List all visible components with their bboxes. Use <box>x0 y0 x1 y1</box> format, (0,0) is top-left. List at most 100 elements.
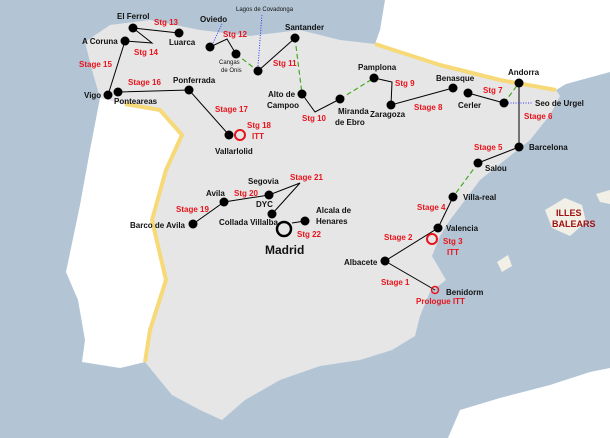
madrid-finish-marker[interactable] <box>275 220 293 238</box>
stage-label: Stg 22 <box>297 230 322 239</box>
city-label: Collada Villalba <box>219 218 279 227</box>
stage-label: Stg 12 <box>223 30 248 39</box>
city-dot[interactable] <box>103 90 113 100</box>
city-dot[interactable] <box>290 33 300 43</box>
stage-label: Stage 4 <box>417 203 446 212</box>
city-label: Miranda <box>338 107 369 116</box>
city-dot[interactable] <box>253 66 263 76</box>
city-label: Lagos de Covadonga <box>236 7 294 13</box>
city-dot[interactable] <box>174 28 184 38</box>
stage-label: ITT <box>447 248 459 257</box>
transfer-segment <box>294 37 303 95</box>
route-segment <box>209 38 237 55</box>
spain <box>85 20 560 420</box>
route-segment <box>107 40 126 96</box>
city-label: Vallarlolid <box>215 147 253 156</box>
route-segment <box>384 196 454 291</box>
city-markers <box>103 23 524 295</box>
city-label: A Coruna <box>82 37 118 46</box>
mallorca <box>545 198 586 236</box>
ibiza <box>497 255 512 272</box>
city-dot[interactable] <box>188 219 198 229</box>
transfer-segment <box>235 53 259 72</box>
city-dot[interactable] <box>514 78 524 88</box>
city-label: Avila <box>206 189 225 198</box>
city-label: Benasque <box>436 74 475 83</box>
city-dot[interactable] <box>267 209 277 219</box>
stage-label: Stg 9 <box>395 79 415 88</box>
city-label: Cerler <box>458 101 481 110</box>
stage-label: Stage 2 <box>384 233 413 242</box>
region-label-line1: ILLES <box>556 208 582 218</box>
city-label: Henares <box>316 217 348 226</box>
city-dot[interactable] <box>264 190 274 200</box>
city-dot[interactable] <box>224 130 234 140</box>
city-dot[interactable] <box>205 42 215 52</box>
city-dot[interactable] <box>386 100 396 110</box>
city-label: Seo de Urgel <box>535 99 584 108</box>
pointer-line <box>257 13 263 67</box>
stage-label: Stage 17 <box>215 105 248 114</box>
city-dot[interactable] <box>219 197 229 207</box>
city-label: Villa-real <box>463 193 496 202</box>
stage-label: ITT <box>252 132 264 141</box>
city-dot[interactable] <box>473 158 483 168</box>
stage-label: Stage 5 <box>474 143 503 152</box>
route-segment <box>132 27 180 34</box>
stage-label: Prologue ITT <box>416 297 465 306</box>
stage-label: Stg 13 <box>154 18 179 27</box>
city-label: de Onis <box>221 68 242 74</box>
menorca <box>596 190 610 204</box>
city-dot[interactable] <box>380 256 390 266</box>
city-dot[interactable] <box>120 36 130 46</box>
city-dot[interactable] <box>433 223 443 233</box>
city-label: Campoo <box>267 101 299 110</box>
city-dot[interactable] <box>335 94 345 104</box>
city-dot[interactable] <box>448 83 458 93</box>
region-label-line2: BALEARS <box>552 219 596 229</box>
city-dot[interactable] <box>499 98 509 108</box>
city-dot[interactable] <box>297 89 307 99</box>
city-label: Ponferrada <box>173 76 216 85</box>
stage-label: Stg 18 <box>247 121 272 130</box>
stage-label: Stg 11 <box>273 59 297 68</box>
city-label: Alto de <box>268 90 296 99</box>
city-dot[interactable] <box>113 87 123 97</box>
transfer-segment <box>452 162 479 198</box>
itt-marker[interactable] <box>234 129 246 141</box>
city-label: Benidorm <box>446 288 483 297</box>
route-segment <box>124 27 154 44</box>
itt-marker[interactable] <box>426 233 438 245</box>
city-dot[interactable] <box>369 73 379 83</box>
city-dot[interactable] <box>128 23 138 33</box>
land-layer <box>66 0 610 438</box>
city-label: Salou <box>485 164 507 173</box>
transfer-segment <box>339 77 375 100</box>
city-label: Segovia <box>248 177 279 186</box>
city-label: Vigo <box>84 91 101 100</box>
city-label: El Ferrol <box>117 12 149 21</box>
stage-label: Stage 6 <box>524 112 553 121</box>
france <box>375 0 610 90</box>
prologue-marker[interactable] <box>430 285 440 295</box>
stage-label: Stg 14 <box>134 48 159 57</box>
city-label: Andorra <box>508 68 540 77</box>
stage-label: Stg 3 <box>443 237 463 246</box>
city-label: de Ebro <box>335 118 365 127</box>
stage-label: Stage 16 <box>128 78 161 87</box>
city-dot[interactable] <box>514 142 524 152</box>
city-dot[interactable] <box>463 88 473 98</box>
route-segment <box>467 92 505 104</box>
stage-label: Stage 15 <box>79 60 112 69</box>
city-dot[interactable] <box>448 192 458 202</box>
city-dot[interactable] <box>300 216 310 226</box>
stage-label: Stage 19 <box>176 205 209 214</box>
city-dot[interactable] <box>231 49 241 59</box>
city-label: Cangas <box>219 60 240 66</box>
stage-label: Stg 10 <box>302 114 327 123</box>
city-dot[interactable] <box>184 85 194 95</box>
route-segment <box>373 77 454 106</box>
capital-label: Madrid <box>265 243 304 257</box>
